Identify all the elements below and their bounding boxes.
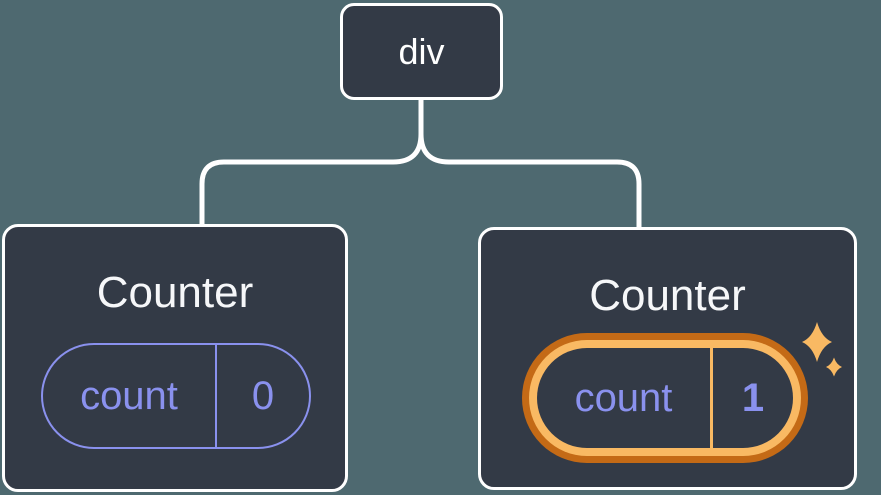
sparkles-icon (802, 322, 842, 377)
state-pill-left: count 0 (41, 343, 311, 449)
sparkle-star-large (802, 322, 832, 362)
counter-left-title: Counter (96, 268, 254, 317)
pill-divider-left (215, 345, 217, 447)
pill-divider-right (710, 348, 713, 448)
state-key-right: count (574, 375, 673, 420)
state-pill-right-inner: count 1 (537, 348, 793, 448)
counter-node-right: Counter count 1 (478, 227, 857, 490)
connector-left-branch (199, 100, 424, 226)
root-node-label: div (398, 30, 445, 72)
state-pill-right-highlighted: count 1 (522, 333, 808, 463)
state-value-right: 1 (741, 375, 765, 420)
state-key-left: count (80, 373, 178, 418)
sparkle-star-small (826, 357, 842, 377)
counter-node-left: Counter count 0 (2, 224, 348, 492)
counter-right-title: Counter (589, 271, 746, 320)
connector-right-branch (418, 100, 642, 229)
root-node-div: div (340, 3, 503, 100)
state-value-left: 0 (251, 373, 275, 418)
